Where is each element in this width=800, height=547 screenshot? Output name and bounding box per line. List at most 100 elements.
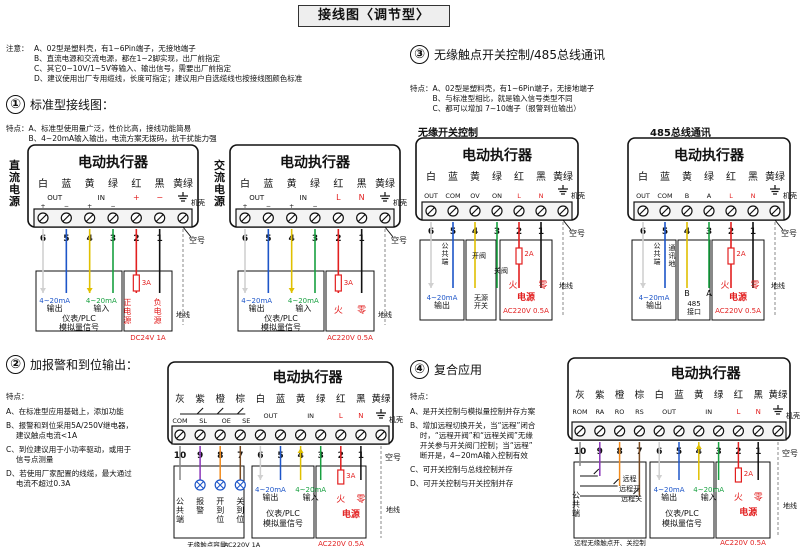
d2-wire-color-label: 白 (240, 177, 250, 190)
d3-subtitle: 无缘开关控制 (418, 128, 478, 139)
d6-remote-open-label: 远程开 (619, 484, 640, 493)
d5-sl-term: SL (199, 417, 207, 425)
d5-fuse-label: 3A (346, 472, 355, 480)
d5-wire-color-label: 绿 (316, 393, 326, 405)
d6-in-label: 4~20mA (693, 486, 724, 494)
d3-live-label: 火 (508, 280, 517, 291)
d1-actuator-title: 电动执行器 (78, 154, 149, 171)
d1-terminal-screw (39, 214, 47, 222)
d3-wire-arrow (428, 283, 434, 288)
d5-wire-color-label: 红 (336, 393, 346, 405)
d4-port-box (677, 239, 711, 321)
d1-power-box (123, 270, 173, 332)
d2-live-label: 火 (334, 305, 343, 316)
d3-switch-label-2: 开关 (474, 301, 488, 310)
d4-terminal-label: B (685, 192, 689, 200)
d4-port-label-2: 接口 (687, 307, 701, 316)
d3-terminal-label: COM (445, 192, 460, 200)
section-4-desc-d: 开关参与开关阀门控制；当“远程” (410, 441, 533, 450)
d4-b-label: B (684, 289, 690, 298)
d6-wire-color-label: 灰 (575, 389, 585, 401)
d6-power-box (715, 461, 771, 539)
d4-terminal-screw (683, 207, 691, 215)
d2-spare-label: 空号 (391, 235, 407, 245)
d6-common-label: 共 (572, 500, 580, 509)
d3-close-label: 关阀 (494, 266, 508, 275)
d5-terminal-screw (196, 431, 205, 439)
d3-spare-pointer (562, 219, 572, 231)
d1-terminal-screw (179, 214, 187, 222)
d5-se-term: SE (242, 417, 250, 425)
d4-power-label: AC220V 0.5A (715, 307, 761, 315)
d6-l-term: L (736, 408, 740, 416)
section-4-desc-a: A、是开关控制与模拟量控制并存方案 (410, 407, 536, 416)
d2-instrument-box (237, 270, 325, 332)
d3-terminal-screw (537, 207, 545, 215)
d6-common-label: 端 (572, 508, 580, 518)
d1-out-label: 4~20mA (39, 297, 70, 305)
d6-remote-contact (593, 468, 600, 475)
note-line-c: C、其它0~10V/1~5V等输入、输出信号，需要出厂前指定 (34, 64, 231, 73)
d6-remote-label: 远程 (623, 474, 637, 483)
d6-terminal-screw (694, 427, 703, 435)
d4-subtitle: 485总线通讯 (650, 128, 711, 139)
d5-lamp (196, 481, 204, 489)
d5-terminal-screw (316, 431, 325, 439)
d3-power-word: 电源 (517, 291, 535, 303)
section-2-title: 加报警和到位输出： (30, 358, 139, 372)
d5-power-label: AC220V 0.5A (318, 540, 364, 547)
d5-live-label: 火 (336, 494, 345, 505)
d4-terminal-label: N (751, 192, 756, 200)
d6-n-term: N (756, 408, 761, 416)
d1-neg-label: 电 (154, 306, 162, 316)
d6-fuse-label: 2A (744, 470, 753, 478)
d4-comm-ground-label: 通 (669, 243, 676, 252)
d3-terminal-screw (427, 207, 435, 215)
d4-chassis-label: 机壳 (783, 191, 797, 200)
d5-power-word: 电源 (342, 508, 360, 520)
section-2-desc-b: B、报警和到位采用5A/250V继电器， (6, 421, 134, 430)
section-4-desc-head: 特点： (410, 392, 433, 401)
d4-fuse (727, 247, 735, 265)
d1-instrument-box (35, 270, 123, 332)
d6-fuse (734, 467, 743, 483)
d5-out-label: 4~20mA (255, 486, 286, 494)
d5-wire-color-label: 蓝 (276, 393, 286, 405)
d3-terminal-label: L (517, 192, 521, 200)
section-2-desc-g: 电流不超过0.3A (6, 479, 71, 488)
d3-zero-label: 零 (538, 280, 547, 291)
d3-actuator-title: 电动执行器 (462, 147, 533, 164)
d2-vertical-label: 交流电源 (214, 159, 225, 208)
d3-switch-label: 无源 (474, 293, 488, 302)
section-2-desc-a: A、在标准型应用基础上，添加功能 (6, 407, 124, 416)
d3-fuse-label: 2A (524, 250, 533, 258)
d5-box-label-2: 模拟量信号 (263, 518, 303, 528)
note-label: 注意： (6, 44, 29, 53)
d5-out-term: OUT (264, 412, 278, 420)
d2-wire-color-label: 绿 (310, 177, 320, 190)
d4-terminal-screw (771, 207, 779, 215)
d5-out-label-2: 输出 (262, 492, 278, 502)
d4-terminal-screw (705, 207, 713, 215)
d4-actuator-title: 电动执行器 (674, 147, 745, 164)
section-2-desc-f: D、若使用厂家配置的线缆，最大通过 (6, 469, 132, 478)
d5-instrument-box (251, 465, 315, 539)
d5-common-label: 共 (176, 506, 184, 515)
section-4-desc-g: D、可开关控制与开关控制并存 (410, 479, 514, 488)
d1-wire-color-label: 黄绿 (173, 177, 193, 190)
d3-wire-color-label: 红 (514, 170, 524, 183)
section-1-desc-b: B、4~20mA输入输出，电流方案无拨码，抗干扰能力强 (6, 134, 217, 143)
d5-wire-color-label: 黑 (356, 394, 366, 405)
d5-capacity-label: 无缘触点容量： (187, 540, 233, 547)
d5-alarm-label: 警 (196, 505, 204, 515)
d2-fuse (334, 274, 342, 292)
d2-terminal-screw (241, 214, 249, 222)
d6-terminal-screw (734, 427, 743, 435)
d3-wire-color-label: 黄绿 (553, 170, 573, 183)
d6-wire-color-label: 紫 (595, 390, 605, 401)
d2-fuse-label: 3A (344, 279, 353, 287)
d1-in-label: 4~20mA (86, 297, 117, 305)
d1-fuse (132, 274, 140, 292)
d6-remote-close-label: 远程关 (621, 494, 642, 503)
d6-wire-color-label: 黄绿 (768, 389, 788, 401)
